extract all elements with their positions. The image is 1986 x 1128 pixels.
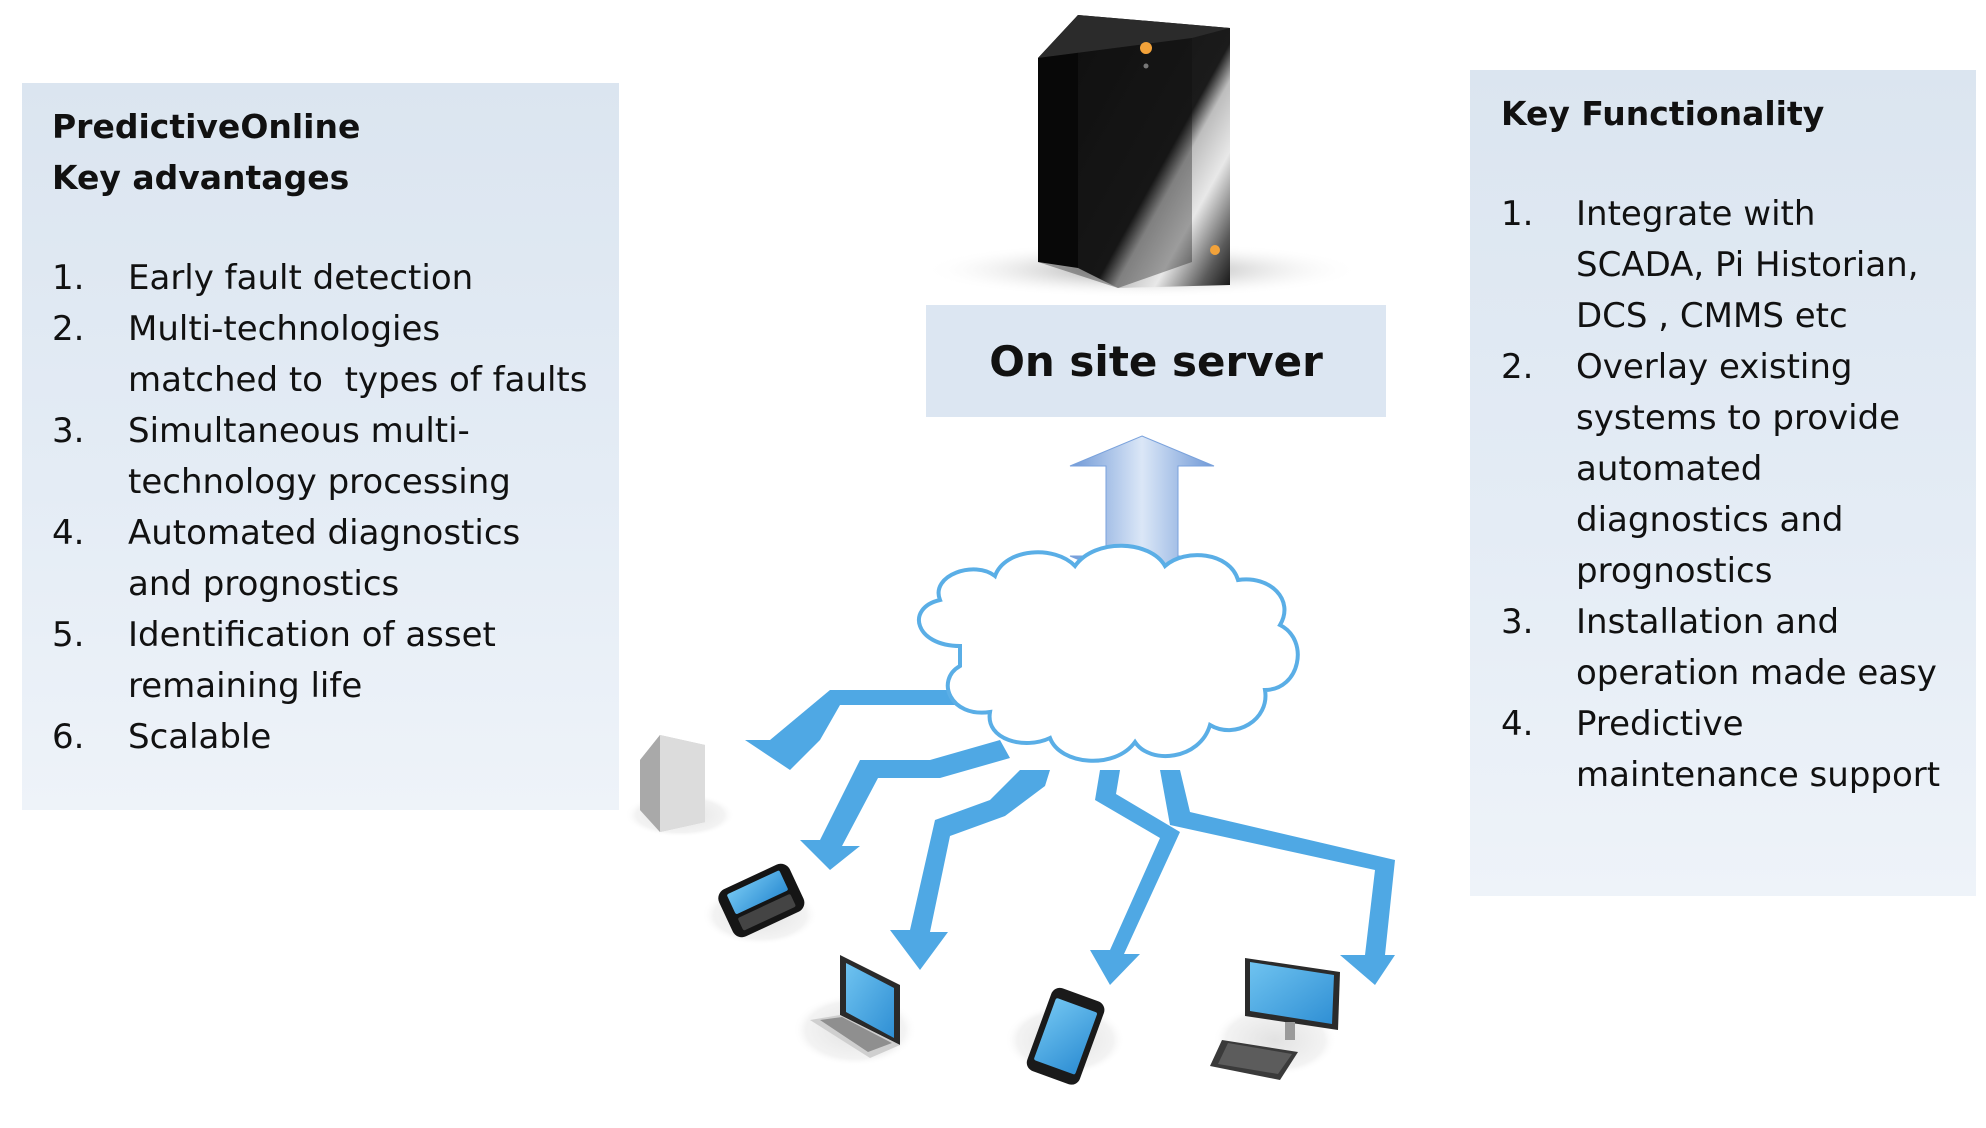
arrow-to-laptop	[890, 770, 1050, 970]
on-site-server-label: On site server	[926, 305, 1386, 417]
item-number: 3.	[1501, 602, 1534, 642]
item-line: Predictive	[1576, 704, 1744, 744]
item-number: 3.	[52, 411, 85, 451]
item-text: Automated diagnostics and prognostics	[128, 508, 619, 610]
title-line: PredictiveOnline	[52, 107, 361, 146]
item-line: technology processing	[128, 462, 511, 502]
key-functionality-panel: Key Functionality 1. Integrate with SCAD…	[1470, 70, 1976, 896]
item-line: SCADA, Pi Historian,	[1576, 245, 1919, 285]
advantages-list: 1. Early fault detection 2. Multi-techno…	[52, 253, 619, 763]
list-item: 5. Identification of asset remaining lif…	[52, 610, 619, 712]
item-line: remaining life	[128, 666, 363, 706]
item-number: 4.	[1501, 704, 1534, 744]
item-line: Scalable	[128, 717, 272, 757]
item-line: Simultaneous multi-	[128, 411, 470, 451]
item-text: Multi-technologies matched to types of f…	[128, 304, 619, 406]
item-line: automated	[1576, 449, 1763, 489]
item-line: Integrate with	[1576, 194, 1816, 234]
item-text: Identification of asset remaining life	[128, 610, 619, 712]
item-line: systems to provide	[1576, 398, 1901, 438]
item-number: 4.	[52, 513, 85, 553]
key-functionality-title: Key Functionality	[1501, 88, 1976, 139]
item-text: Early fault detection	[128, 253, 619, 304]
title-line: Key advantages	[52, 158, 350, 197]
item-line: operation made easy	[1576, 653, 1937, 693]
item-number: 2.	[1501, 347, 1534, 387]
item-number: 1.	[1501, 194, 1534, 234]
item-text: Simultaneous multi- technology processin…	[128, 406, 619, 508]
item-text: Scalable	[128, 712, 619, 763]
list-item: 4. Automated diagnostics and prognostics	[52, 508, 619, 610]
list-item: 2. Overlay existing systems to provide a…	[1501, 342, 1976, 597]
list-item: 1. Early fault detection	[52, 253, 619, 304]
laptop-icon	[793, 955, 917, 1066]
server-tower-icon	[922, 15, 1362, 298]
arrow-to-phone	[800, 740, 1010, 870]
smartphone-icon	[1005, 987, 1125, 1085]
server-label-text: On site server	[989, 336, 1323, 386]
list-item: 4. Predictive maintenance support	[1501, 699, 1976, 801]
functionality-list: 1. Integrate with SCADA, Pi Historian, D…	[1501, 189, 1976, 801]
item-line: maintenance support	[1576, 755, 1941, 795]
item-line: Identification of asset	[128, 615, 496, 655]
item-line: Installation and	[1576, 602, 1840, 642]
storage-device-icon	[625, 735, 735, 837]
item-line: Automated diagnostics	[128, 513, 521, 553]
connection-arrows	[745, 690, 1395, 985]
cloud-icon	[917, 543, 1300, 763]
item-number: 5.	[52, 615, 85, 655]
item-text: Integrate with SCADA, Pi Historian, DCS …	[1576, 189, 1976, 342]
item-number: 6.	[52, 717, 85, 757]
item-line: prognostics	[1576, 551, 1773, 591]
title-line: Key Functionality	[1501, 94, 1825, 133]
list-item: 1. Integrate with SCADA, Pi Historian, D…	[1501, 189, 1976, 342]
item-line: matched to types of faults	[128, 360, 588, 400]
list-item: 3. Simultaneous multi- technology proces…	[52, 406, 619, 508]
arrow-to-desktop	[1160, 770, 1395, 985]
key-advantages-panel: PredictiveOnline Key advantages 1. Early…	[22, 83, 619, 810]
key-advantages-title: PredictiveOnline Key advantages	[52, 101, 619, 203]
item-line: DCS , CMMS etc	[1576, 296, 1848, 336]
phone-icon	[702, 863, 818, 945]
item-number: 1.	[52, 258, 85, 298]
list-item: 3. Installation and operation made easy	[1501, 597, 1976, 699]
item-line: Overlay existing	[1576, 347, 1853, 387]
arrow-to-smartphone	[1090, 770, 1180, 985]
item-text: Installation and operation made easy	[1576, 597, 1976, 699]
list-item: 2. Multi-technologies matched to types o…	[52, 304, 619, 406]
item-line: Multi-technologies	[128, 309, 441, 349]
arrow-to-storage	[745, 690, 990, 770]
item-line: Early fault detection	[128, 258, 474, 298]
list-item: 6. Scalable	[52, 712, 619, 763]
desktop-icon	[1210, 958, 1340, 1080]
item-text: Predictive maintenance support	[1576, 699, 1976, 801]
item-line: diagnostics and	[1576, 500, 1844, 540]
item-line: and prognostics	[128, 564, 400, 604]
item-number: 2.	[52, 309, 85, 349]
item-text: Overlay existing systems to provide auto…	[1576, 342, 1976, 597]
